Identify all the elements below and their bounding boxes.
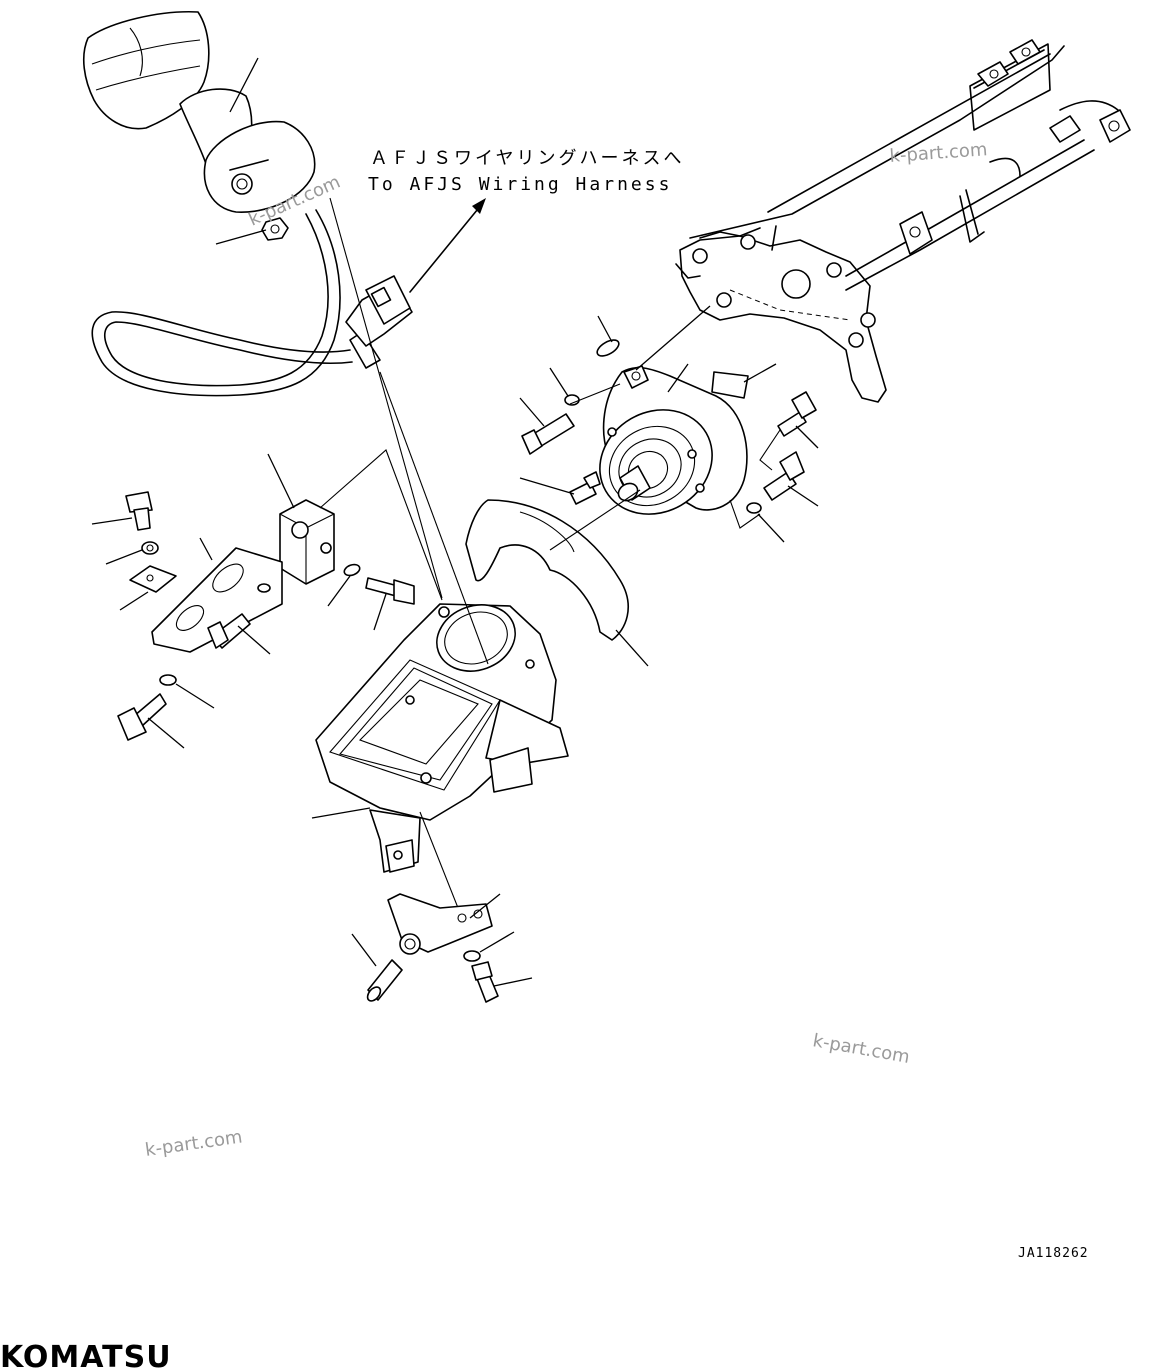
- leader-bolt-upper-right: [795, 425, 819, 449]
- leader-side-plate: [119, 591, 149, 611]
- leader-clamp-block: [267, 453, 295, 509]
- leader-bolt-left: [519, 397, 545, 427]
- side-bracket-bolt-mid: [207, 613, 251, 649]
- cover: [465, 499, 629, 641]
- leader-console-box: [311, 807, 371, 819]
- leader-lower-screw: [493, 977, 533, 987]
- watermark-bottom-left: k-part.com: [144, 1127, 244, 1161]
- leader-side-washer: [105, 549, 143, 565]
- lower-washer: [463, 950, 481, 962]
- leader-small-screw: [519, 477, 575, 495]
- lower-bracket: [387, 893, 493, 955]
- leader-side-bracket: [199, 537, 213, 561]
- leader-bolt-mid: [237, 625, 271, 655]
- harness-callout-japanese: ＡＦＪＳワイヤリングハーネスへ: [370, 148, 684, 169]
- watermark-top-right: k-part.com: [889, 139, 988, 167]
- leader-damper: [667, 363, 689, 393]
- console-box: [315, 603, 569, 873]
- damper-bolt-lower-right: [763, 451, 805, 501]
- leader-lever-nut: [215, 229, 267, 245]
- harness-callout-english: To AFJS Wiring Harness: [368, 174, 672, 195]
- side-bracket-washer: [141, 541, 159, 555]
- leader-clamp-bolt: [373, 593, 387, 631]
- leader-lower-bracket: [469, 893, 501, 919]
- side-bracket-washer-lower: [159, 674, 177, 686]
- side-bracket-bolt-lower: [117, 693, 167, 741]
- leader-clamp-washer: [327, 575, 351, 607]
- komatsu-logo: KOMATSU: [0, 1340, 172, 1371]
- leader-lever: [229, 57, 259, 113]
- clamp-block: [279, 499, 335, 585]
- leader-bolt-lower-right: [787, 485, 819, 507]
- lever-cable-harness: [91, 209, 413, 397]
- damper-lower-washer: [746, 502, 762, 514]
- lower-screw: [471, 961, 499, 1003]
- lever-nut: [261, 217, 289, 241]
- clamp-washer: [343, 563, 361, 577]
- side-bracket: [151, 547, 283, 653]
- leader-bolt-top: [91, 517, 133, 525]
- harness-direction-arrow: [409, 198, 486, 293]
- side-bracket-bolt-top: [125, 491, 153, 531]
- leader-cover: [615, 629, 649, 667]
- joystick-lever: [82, 10, 316, 213]
- leader-damper-plate: [743, 363, 777, 383]
- leader-damper-washer: [597, 315, 613, 343]
- damper-bolt-upper-right: [777, 391, 817, 437]
- leader-lower-washer: [479, 931, 515, 953]
- lower-pin: [366, 959, 403, 1002]
- damper-small-screw: [569, 471, 601, 505]
- frame-bracket-assembly: [675, 39, 1131, 403]
- leader-lower-washer: [757, 513, 785, 543]
- side-bracket-plate: [129, 565, 177, 593]
- leader-side-washer-lower: [175, 683, 215, 709]
- damper-washer: [564, 339, 620, 406]
- leader-bolt-lower: [147, 717, 185, 749]
- leader-damper-to-frame: [635, 305, 711, 371]
- drawing-code: JA118262: [1018, 1246, 1089, 1261]
- leader-lower-pin: [351, 933, 377, 967]
- damper-bolt-left: [521, 413, 575, 455]
- leader-washer-2: [549, 367, 569, 397]
- rotary-damper: [599, 365, 749, 515]
- clamp-bolt: [365, 577, 415, 605]
- watermark-middle-right: k-part.com: [811, 1030, 911, 1068]
